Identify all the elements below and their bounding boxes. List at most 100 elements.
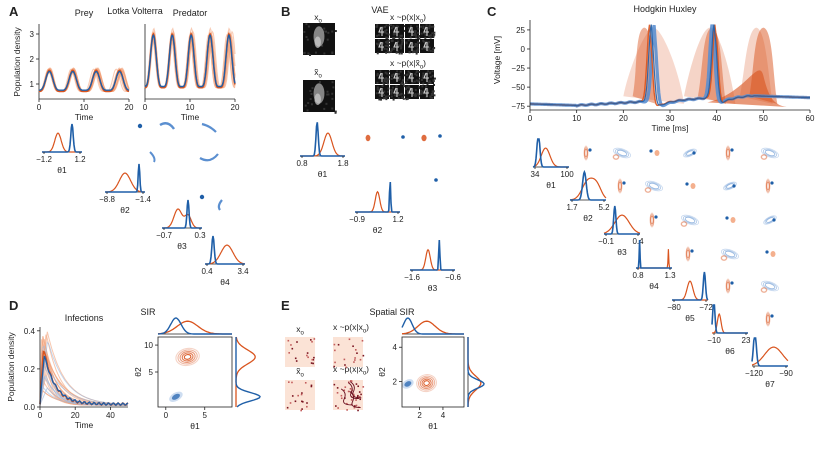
panel-title-vae: VAE [371,5,388,15]
image-noise [380,94,383,97]
param-label-text: θ4 [220,277,230,287]
image-noise [418,87,421,90]
image-noise [427,81,430,84]
image-noise [381,91,384,94]
prior-joint-density [654,150,660,156]
density-contour [725,183,735,189]
infected-cell [359,398,362,401]
prior-joint-density [617,178,623,194]
image-noise [331,97,334,100]
infected-cell [360,393,362,396]
density-contour [684,216,696,224]
prior-density-line [410,248,455,271]
image-noise [387,50,390,53]
infected-cell [346,402,348,405]
density-contour [648,182,660,190]
prior-joint-density [365,134,371,142]
image-noise [306,109,309,112]
image-noise [384,31,387,34]
image-noise [385,41,388,44]
density-contour [584,147,588,159]
tick-label: −72 [699,303,713,312]
image-noise [433,77,436,80]
image-noise [390,24,393,27]
posterior-marginal-line [157,317,232,335]
x-tick-label: 0 [38,411,43,420]
image-noise [390,91,393,94]
posterior-density [404,381,412,387]
image-noise [396,70,399,73]
image-noise [306,38,309,41]
image-noise [429,81,432,84]
prior-density-line [712,312,748,334]
infected-cell [354,359,356,361]
infected-cell [349,380,352,382]
sample-digit-stroke [378,72,384,82]
tick-label: −1.4 [135,195,151,204]
image-noise [416,25,419,28]
prior-joint-density [760,287,768,293]
sample-image [375,85,390,101]
image-noise [378,94,381,97]
infected-cell [357,409,359,412]
label-part: ) [423,58,426,68]
marginal-ticks [605,234,639,236]
y-tick-label: −50 [511,83,525,92]
image-noise [416,70,419,73]
param-label: θ1 [57,165,67,175]
infected-cell [333,383,336,386]
image-noise [428,34,431,37]
posterior-marginal-line [467,337,485,407]
image-noise [391,86,394,89]
x-tick-label: 2 [417,411,422,420]
image-noise [399,70,402,73]
posterior-point [730,148,734,152]
sample-grid-x-tilde [333,380,365,412]
image-noise [392,47,395,50]
posterior-point [654,215,658,219]
prior-joint-density [720,255,728,261]
sample-digit-stroke [423,87,429,97]
image-noise [432,50,435,53]
x-tick-label: 20 [125,103,134,112]
image-noise [433,94,436,97]
image-noise [377,88,380,91]
prior-joint-density [725,145,731,161]
infected-cell [291,395,294,397]
image-noise [386,48,389,51]
marginal-ticks [301,156,344,158]
image-noise [390,95,393,98]
prior-density-line [532,147,569,168]
density-contour [618,180,622,192]
image-noise [387,87,390,90]
posterior-density-line [205,235,245,265]
image-noise [422,25,425,28]
image-noise [428,46,431,49]
posterior-point [770,181,774,185]
x-axis-label: Time [181,112,200,122]
image-noise [392,98,395,101]
image-noise [378,42,381,45]
density-contour [720,255,728,261]
image-noise [403,94,406,97]
posterior-trace [144,33,236,88]
image-noise [388,42,391,45]
image-noise [385,80,388,83]
image-noise [387,33,390,36]
prior-density-contour [416,374,437,393]
infected-cell [297,394,299,397]
posterior-trace [530,24,810,107]
infected-cell [361,339,364,342]
panel-letter-b: B [281,4,290,19]
image-noise [390,27,393,30]
image-noise [430,25,433,28]
sample-digit-stroke [393,41,399,51]
marginal-ticks [206,264,244,266]
posterior-point [770,314,774,318]
image-noise [326,38,329,41]
density-contour [683,148,697,158]
posterior-trace [39,355,129,407]
image-noise [399,47,402,50]
image-noise [405,88,408,91]
x-tick-label: 50 [759,114,768,123]
